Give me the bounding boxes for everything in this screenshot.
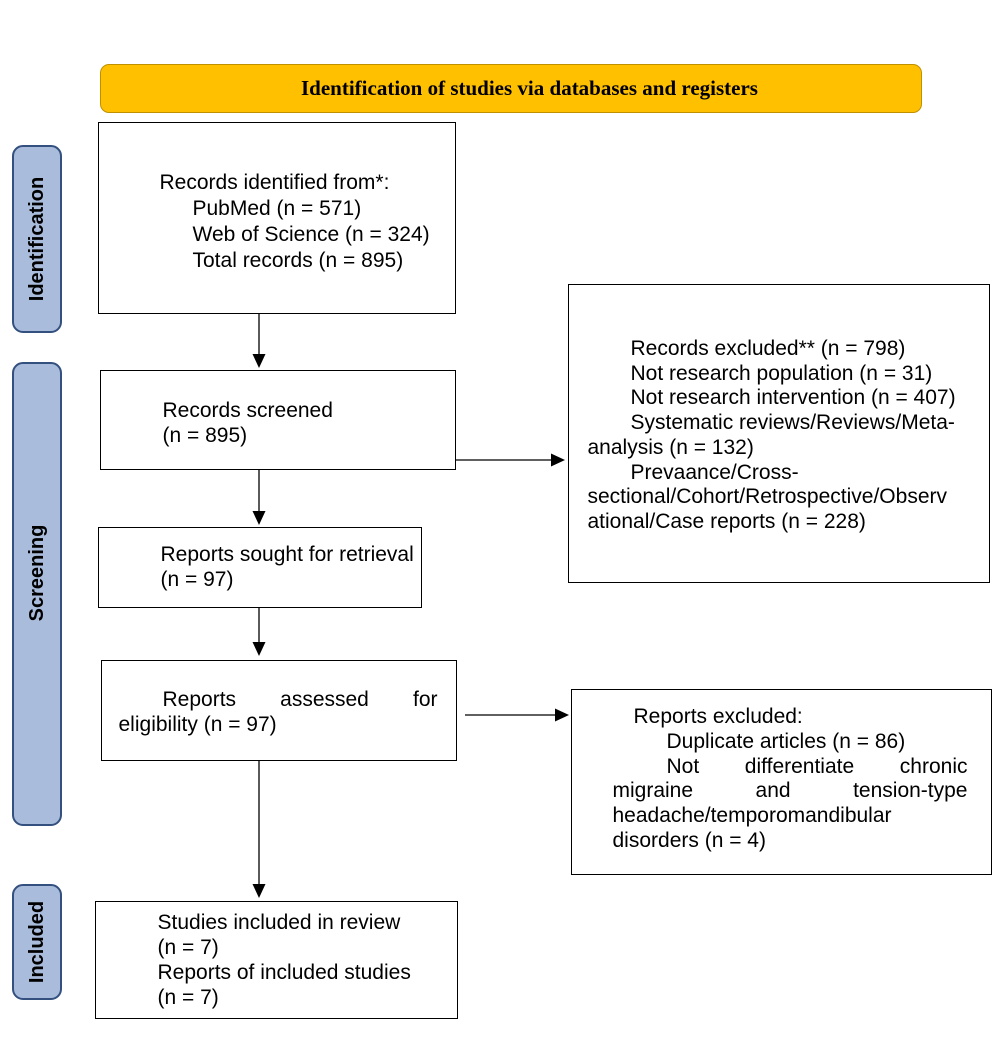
phase-label-screening: Screening [12,362,62,826]
arrow-screened-to-sought [252,470,266,525]
records-excluded-box: Records excluded** (n = 798) Not researc… [568,284,990,583]
excluded-reviews-line-2: analysis (n = 132) [587,435,754,459]
excluded-not-research-intervention: Not research intervention (n = 407) [630,386,956,410]
reports-assessed-line-2: eligibility (n = 97) [118,713,277,736]
records-screened-label: Records screened [162,399,333,422]
header-title: Identification of studies via databases … [301,76,758,100]
records-excluded-text: Records excluded** (n = 798) Not researc… [588,337,956,535]
phase-included-text: Included [26,900,48,984]
arrow-assessed-to-reports-excluded [465,708,569,722]
pubmed-count: PubMed (n = 571) [192,196,362,220]
reports-excluded-text: Reports excluded: Duplicate articles (n … [613,705,968,854]
excluded-observational-line-3: ational/Case reports (n = 228) [587,509,866,533]
excluded-not-research-population: Not research population (n = 31) [630,361,933,385]
excluded-reviews-line-1: Systematic reviews/Reviews/Meta- [630,411,955,435]
arrow-assessed-to-included [252,761,266,898]
duplicate-articles-count: Duplicate articles (n = 86) [666,729,906,753]
reports-assessed-box: Reports assessed for eligibility (n = 97… [101,660,457,761]
studies-included-count: (n = 7) [157,936,219,959]
reports-sought-text: Reports sought for retrieval (n = 97) [161,542,414,592]
records-screened-text: Records screened (n = 895) [163,398,333,448]
arrow-identified-to-screened [252,314,266,368]
records-identified-text: Records identified from*: PubMed (n = 57… [160,170,430,274]
included-reports-count: (n = 7) [157,986,219,1009]
excluded-observational-line-1: Prevaance/Cross- [630,460,799,484]
records-excluded-total: Records excluded** (n = 798) [630,337,906,360]
included-reports-label: Reports of included studies [157,961,411,984]
records-identified-box: Records identified from*: PubMed (n = 57… [98,122,456,314]
arrow-sought-to-assessed [252,608,266,656]
studies-included-label: Studies included in review [157,911,401,934]
studies-included-text: Studies included in review (n = 7) Repor… [158,910,411,1010]
reports-excluded-heading: Reports excluded: [633,705,803,728]
not-differentiated-line-2: migraine and tension-type [612,779,968,803]
records-screened-box: Records screened (n = 895) [100,370,456,470]
records-identified-heading: Records identified from*: [159,170,390,194]
not-differentiated-line-1: Not differentiate chronic [666,754,968,778]
not-differentiated-line-3: headache/temporomandibular [612,804,892,828]
identification-header-banner: Identification of studies via databases … [100,64,922,113]
web-of-science-count: Web of Science (n = 324) [192,222,430,246]
arrow-screened-to-excluded [456,453,565,467]
reports-assessed-line-1: Reports assessed for [162,688,438,711]
phase-screening-text: Screening [26,524,48,622]
reports-sought-label: Reports sought for retrieval [160,543,414,566]
excluded-observational-line-2: sectional/Cohort/Retrospective/Observ [587,485,948,509]
not-differentiated-line-4: disorders (n = 4) [612,828,766,852]
records-screened-count: (n = 895) [162,424,248,447]
reports-excluded-box: Reports excluded: Duplicate articles (n … [571,689,992,875]
reports-assessed-text: Reports assessed for eligibility (n = 97… [119,687,438,737]
total-records-count: Total records (n = 895) [192,248,404,272]
reports-sought-box: Reports sought for retrieval (n = 97) [98,527,422,608]
phase-label-included: Included [12,884,62,1000]
phase-identification-text: Identification [26,176,48,302]
phase-label-identification: Identification [12,145,62,333]
studies-included-box: Studies included in review (n = 7) Repor… [95,901,458,1019]
reports-sought-count: (n = 97) [160,568,234,591]
